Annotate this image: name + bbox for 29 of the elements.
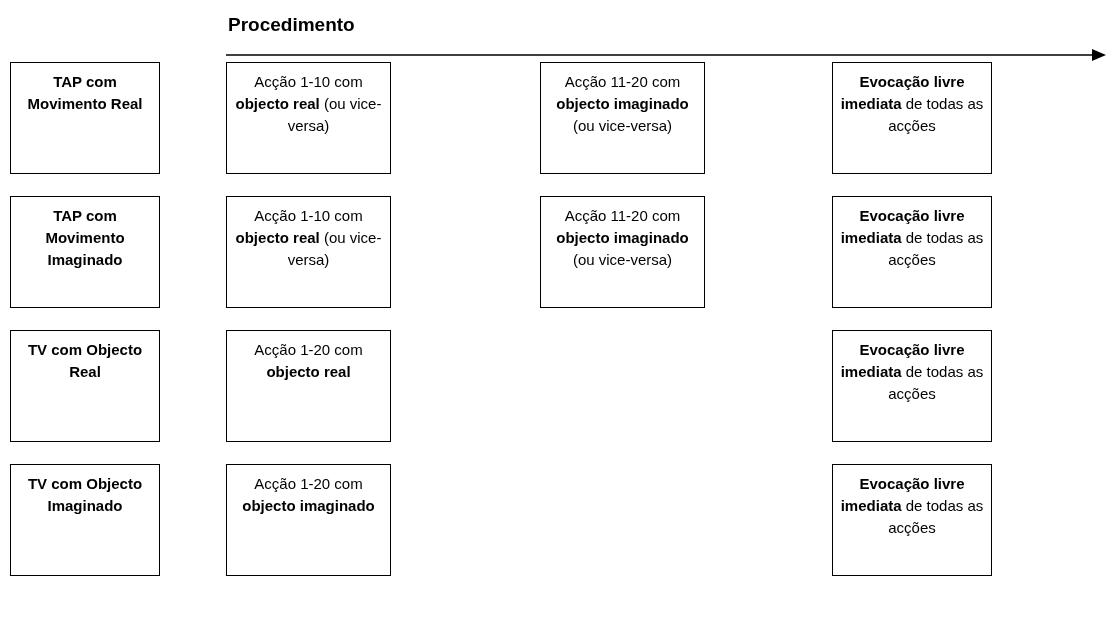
condition-label: TAP com Movimento Real [26, 72, 144, 114]
box-text: Acção 1-10 com objecto real (ou vice-versa) [234, 206, 383, 270]
box-text: Acção 1-20 com objecto imaginado [241, 474, 376, 516]
procedure-step-box [226, 62, 391, 174]
condition-label: TV com Objecto Imaginado [26, 474, 144, 516]
recall-box [832, 196, 992, 308]
procedure-step-box [226, 196, 391, 308]
procedure-step-box [226, 330, 391, 442]
recall-box [832, 330, 992, 442]
recall-box [832, 62, 992, 174]
box-text: Acção 1-10 com objecto real (ou vice-versa) [234, 72, 383, 136]
box-text: Evocação livre imediata de todas as acções [839, 474, 985, 538]
procedure-step-box [226, 464, 391, 576]
box-text: Acção 11-20 com objecto imaginado (ou vice-versa) [555, 72, 690, 136]
box-text: Evocação livre imediata de todas as acções [839, 72, 985, 136]
condition-box [10, 62, 160, 174]
box-text: Acção 11-20 com objecto imaginado (ou vice-versa) [555, 206, 690, 270]
condition-box [10, 464, 160, 576]
condition-box [10, 330, 160, 442]
axis-title: Procedimento [228, 14, 355, 36]
condition-label: TV com Objecto Real [26, 340, 144, 382]
procedure-step-box [540, 196, 705, 308]
recall-box [832, 464, 992, 576]
procedure-step-box [540, 62, 705, 174]
condition-label: TAP com Movimento Imaginado [44, 206, 126, 270]
box-text: Evocação livre imediata de todas as acções [839, 340, 985, 404]
box-text: Evocação livre imediata de todas as acções [839, 206, 985, 270]
condition-box [10, 196, 160, 308]
box-text: Acção 1-20 com objecto real [253, 340, 364, 382]
